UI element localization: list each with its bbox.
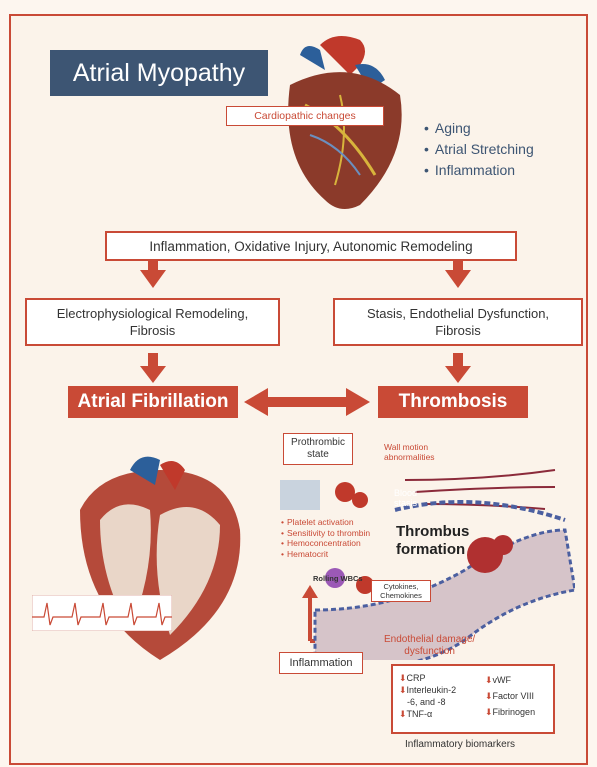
ecg-strip	[32, 595, 172, 631]
biomarkers-left: ⬇CRP ⬇Interleukin-2 -6, and -8 ⬇TNF-α	[399, 672, 456, 720]
blood-stasis-label: Blood stasis	[394, 488, 417, 508]
prothrombic-factor: Sensitivity to thrombin	[281, 528, 370, 539]
stasis-line1: Stasis, Endothelial Dysfunction,	[367, 305, 549, 322]
prothrombic-factor: Hemoconcentration	[281, 538, 370, 549]
prothrombic-factor: Platelet activation	[281, 517, 370, 528]
biomarkers-box: ⬇CRP ⬇Interleukin-2 -6, and -8 ⬇TNF-α ⬇v…	[391, 664, 555, 734]
down-arrow-icon: ⬇	[485, 675, 493, 685]
electrophysiological-box: Electrophysiological Remodeling, Fibrosi…	[25, 298, 280, 346]
blood-stasis-line1: Blood	[394, 488, 417, 498]
down-arrow-icon: ⬇	[399, 673, 407, 683]
cytokines-line2: Chemokines	[380, 591, 422, 600]
cytokines-line1: Cytokines,	[383, 582, 418, 591]
electrophysiological-line2: Fibrosis	[130, 322, 176, 339]
endothelial-label: Endothelial damage/ dysfunction	[384, 634, 475, 658]
blood-stasis-line2: stasis	[394, 498, 417, 508]
endothelial-line2: dysfunction	[384, 646, 475, 658]
stasis-line2: Fibrosis	[435, 322, 481, 339]
rolling-wbcs-label: Rolling WBCs	[313, 574, 363, 583]
vessel-illustration	[275, 460, 575, 660]
down-arrow-icon: ⬇	[485, 707, 493, 717]
thrombus-line1: Thrombus	[396, 523, 469, 541]
biomarkers-right: ⬇vWF ⬇Factor VIII ⬇Fibrinogen	[485, 672, 535, 720]
thrombus-formation-label: Thrombus formation	[396, 523, 469, 559]
wall-motion-label: Wall motion abnormalities	[384, 442, 435, 462]
down-arrow-icon: ⬇	[399, 709, 407, 719]
biomarker: TNF-α	[407, 709, 433, 719]
biomarker: CRP	[407, 673, 426, 683]
biomarker: Interleukin-2	[407, 685, 457, 695]
inflammation-label: Inflammation	[279, 652, 363, 674]
biomarker: -6, and -8	[399, 696, 456, 708]
cytokines-label: Cytokines, Chemokines	[371, 580, 431, 602]
prothrombic-factors-list: Platelet activation Sensitivity to throm…	[281, 517, 370, 559]
electrophysiological-line1: Electrophysiological Remodeling,	[57, 305, 249, 322]
biomarker: vWF	[493, 675, 512, 685]
prothrombic-line1: Prothrombic	[291, 437, 345, 449]
wall-motion-line1: Wall motion	[384, 442, 435, 452]
stasis-box: Stasis, Endothelial Dysfunction, Fibrosi…	[333, 298, 583, 346]
prothrombic-factor: Hematocrit	[281, 549, 370, 560]
biomarkers-caption: Inflammatory biomarkers	[405, 739, 515, 750]
biomarker: Factor VIII	[493, 691, 535, 701]
thrombus-line2: formation	[396, 541, 469, 559]
down-arrow-icon: ⬇	[485, 691, 493, 701]
thrombosis-label: Thrombosis	[378, 386, 528, 418]
down-arrow-icon: ⬇	[399, 685, 407, 695]
biomarker: Fibrinogen	[493, 707, 536, 717]
endothelial-line1: Endothelial damage/	[384, 634, 475, 646]
atrial-fibrillation-label: Atrial Fibrillation	[68, 386, 238, 418]
